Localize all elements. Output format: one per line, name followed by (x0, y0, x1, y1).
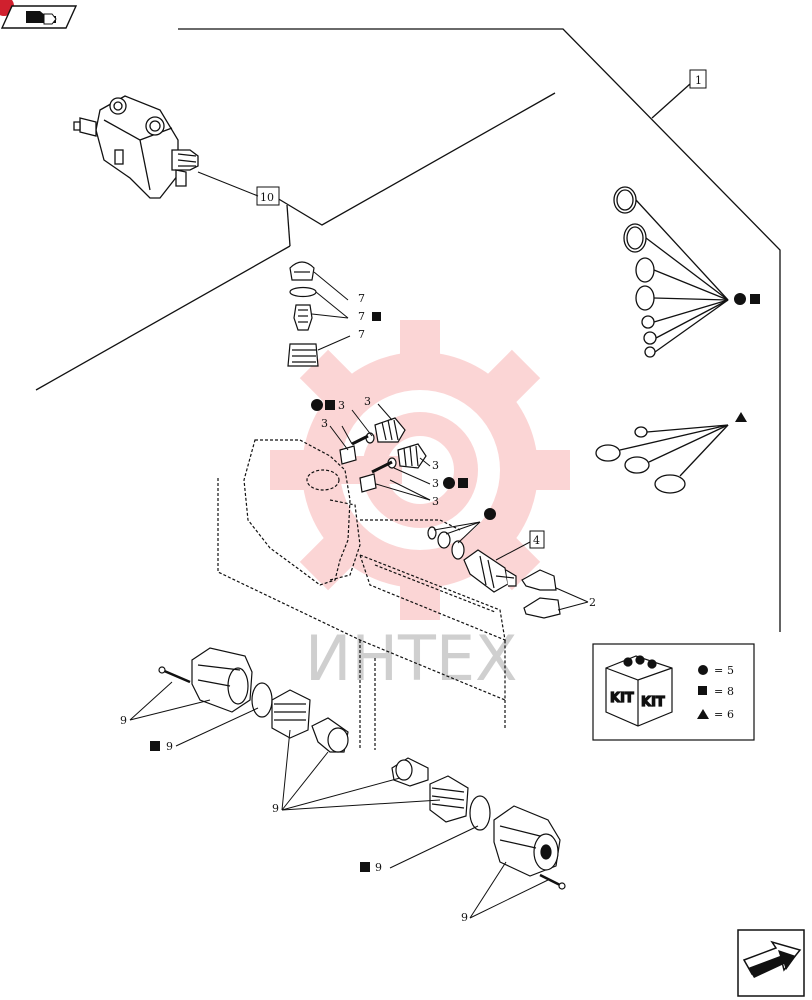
square-kit-marker (458, 478, 468, 488)
end-cap-left (158, 647, 349, 753)
square-kit-marker (325, 400, 335, 410)
svg-text:1: 1 (695, 74, 702, 87)
svg-text:8: 8 (727, 685, 734, 698)
kit-legend: KIT KIT = 5 = 8 = 6 (592, 643, 755, 741)
svg-text:KIT: KIT (641, 695, 665, 710)
ref-3e: 3 (432, 477, 439, 490)
svg-text:KIT: KIT (610, 691, 634, 706)
ref-7c: 7 (358, 328, 365, 341)
leader-valve-10 (197, 171, 259, 197)
boundary-lines (35, 28, 781, 632)
ref-9e: 9 (461, 911, 468, 924)
watermark-text: ИНТЕХ (305, 622, 518, 695)
legend-circle-symbol (698, 665, 708, 675)
ref-3a: 3 (338, 399, 345, 412)
ref-9c: 9 (272, 802, 279, 815)
bracket-pieces (521, 569, 561, 619)
legend-triangle-symbol (697, 709, 709, 719)
svg-text:4: 4 (533, 534, 540, 547)
leader-7 (311, 271, 351, 351)
square-kit-marker (750, 294, 760, 304)
circle-kit-marker (443, 477, 455, 489)
seal-ring-set-a (613, 186, 729, 358)
svg-text:=: = (714, 685, 723, 698)
callout-box-1: 1 (689, 69, 707, 89)
kit-box-icon: KIT KIT (605, 655, 673, 727)
leader-3 (329, 403, 431, 501)
seal-ring-set-b (595, 424, 729, 494)
ref-9d: 9 (375, 861, 382, 874)
svg-text:=: = (714, 708, 723, 721)
ref-3b: 3 (364, 395, 371, 408)
control-valve-assembly (73, 95, 199, 199)
ref-3c: 3 (321, 417, 328, 430)
circle-kit-marker (311, 399, 323, 411)
leader-4 (433, 521, 531, 561)
leader-2 (555, 587, 589, 611)
svg-text:10: 10 (260, 191, 274, 204)
square-kit-marker (372, 312, 381, 321)
ref-7b: 7 (358, 310, 365, 323)
back-arrow-icon[interactable] (0, 0, 78, 29)
end-cap-right (391, 757, 566, 890)
circle-kit-marker (734, 293, 746, 305)
leader-9 (129, 681, 549, 919)
legend-square-symbol (698, 686, 707, 695)
svg-text:6: 6 (727, 708, 734, 721)
relief-valve-stack (287, 261, 319, 367)
ref-9a: 9 (120, 714, 127, 727)
ref-3f: 3 (432, 495, 439, 508)
ref-7a: 7 (358, 292, 365, 305)
ref-3d: 3 (432, 459, 439, 472)
svg-text:5: 5 (727, 664, 734, 677)
triangle-kit-marker (735, 412, 747, 422)
svg-text:=: = (714, 664, 723, 677)
callout-box-10: 10 (256, 186, 280, 206)
square-kit-marker (150, 741, 160, 751)
square-kit-marker (360, 862, 370, 872)
circle-kit-marker (484, 508, 496, 520)
ref-2: 2 (589, 596, 596, 609)
callout-box-4: 4 (529, 530, 545, 549)
valve-body-outline (217, 439, 506, 750)
ref-9b: 9 (166, 740, 173, 753)
next-arrow-icon[interactable] (737, 929, 805, 997)
check-valve-parts (339, 417, 427, 493)
